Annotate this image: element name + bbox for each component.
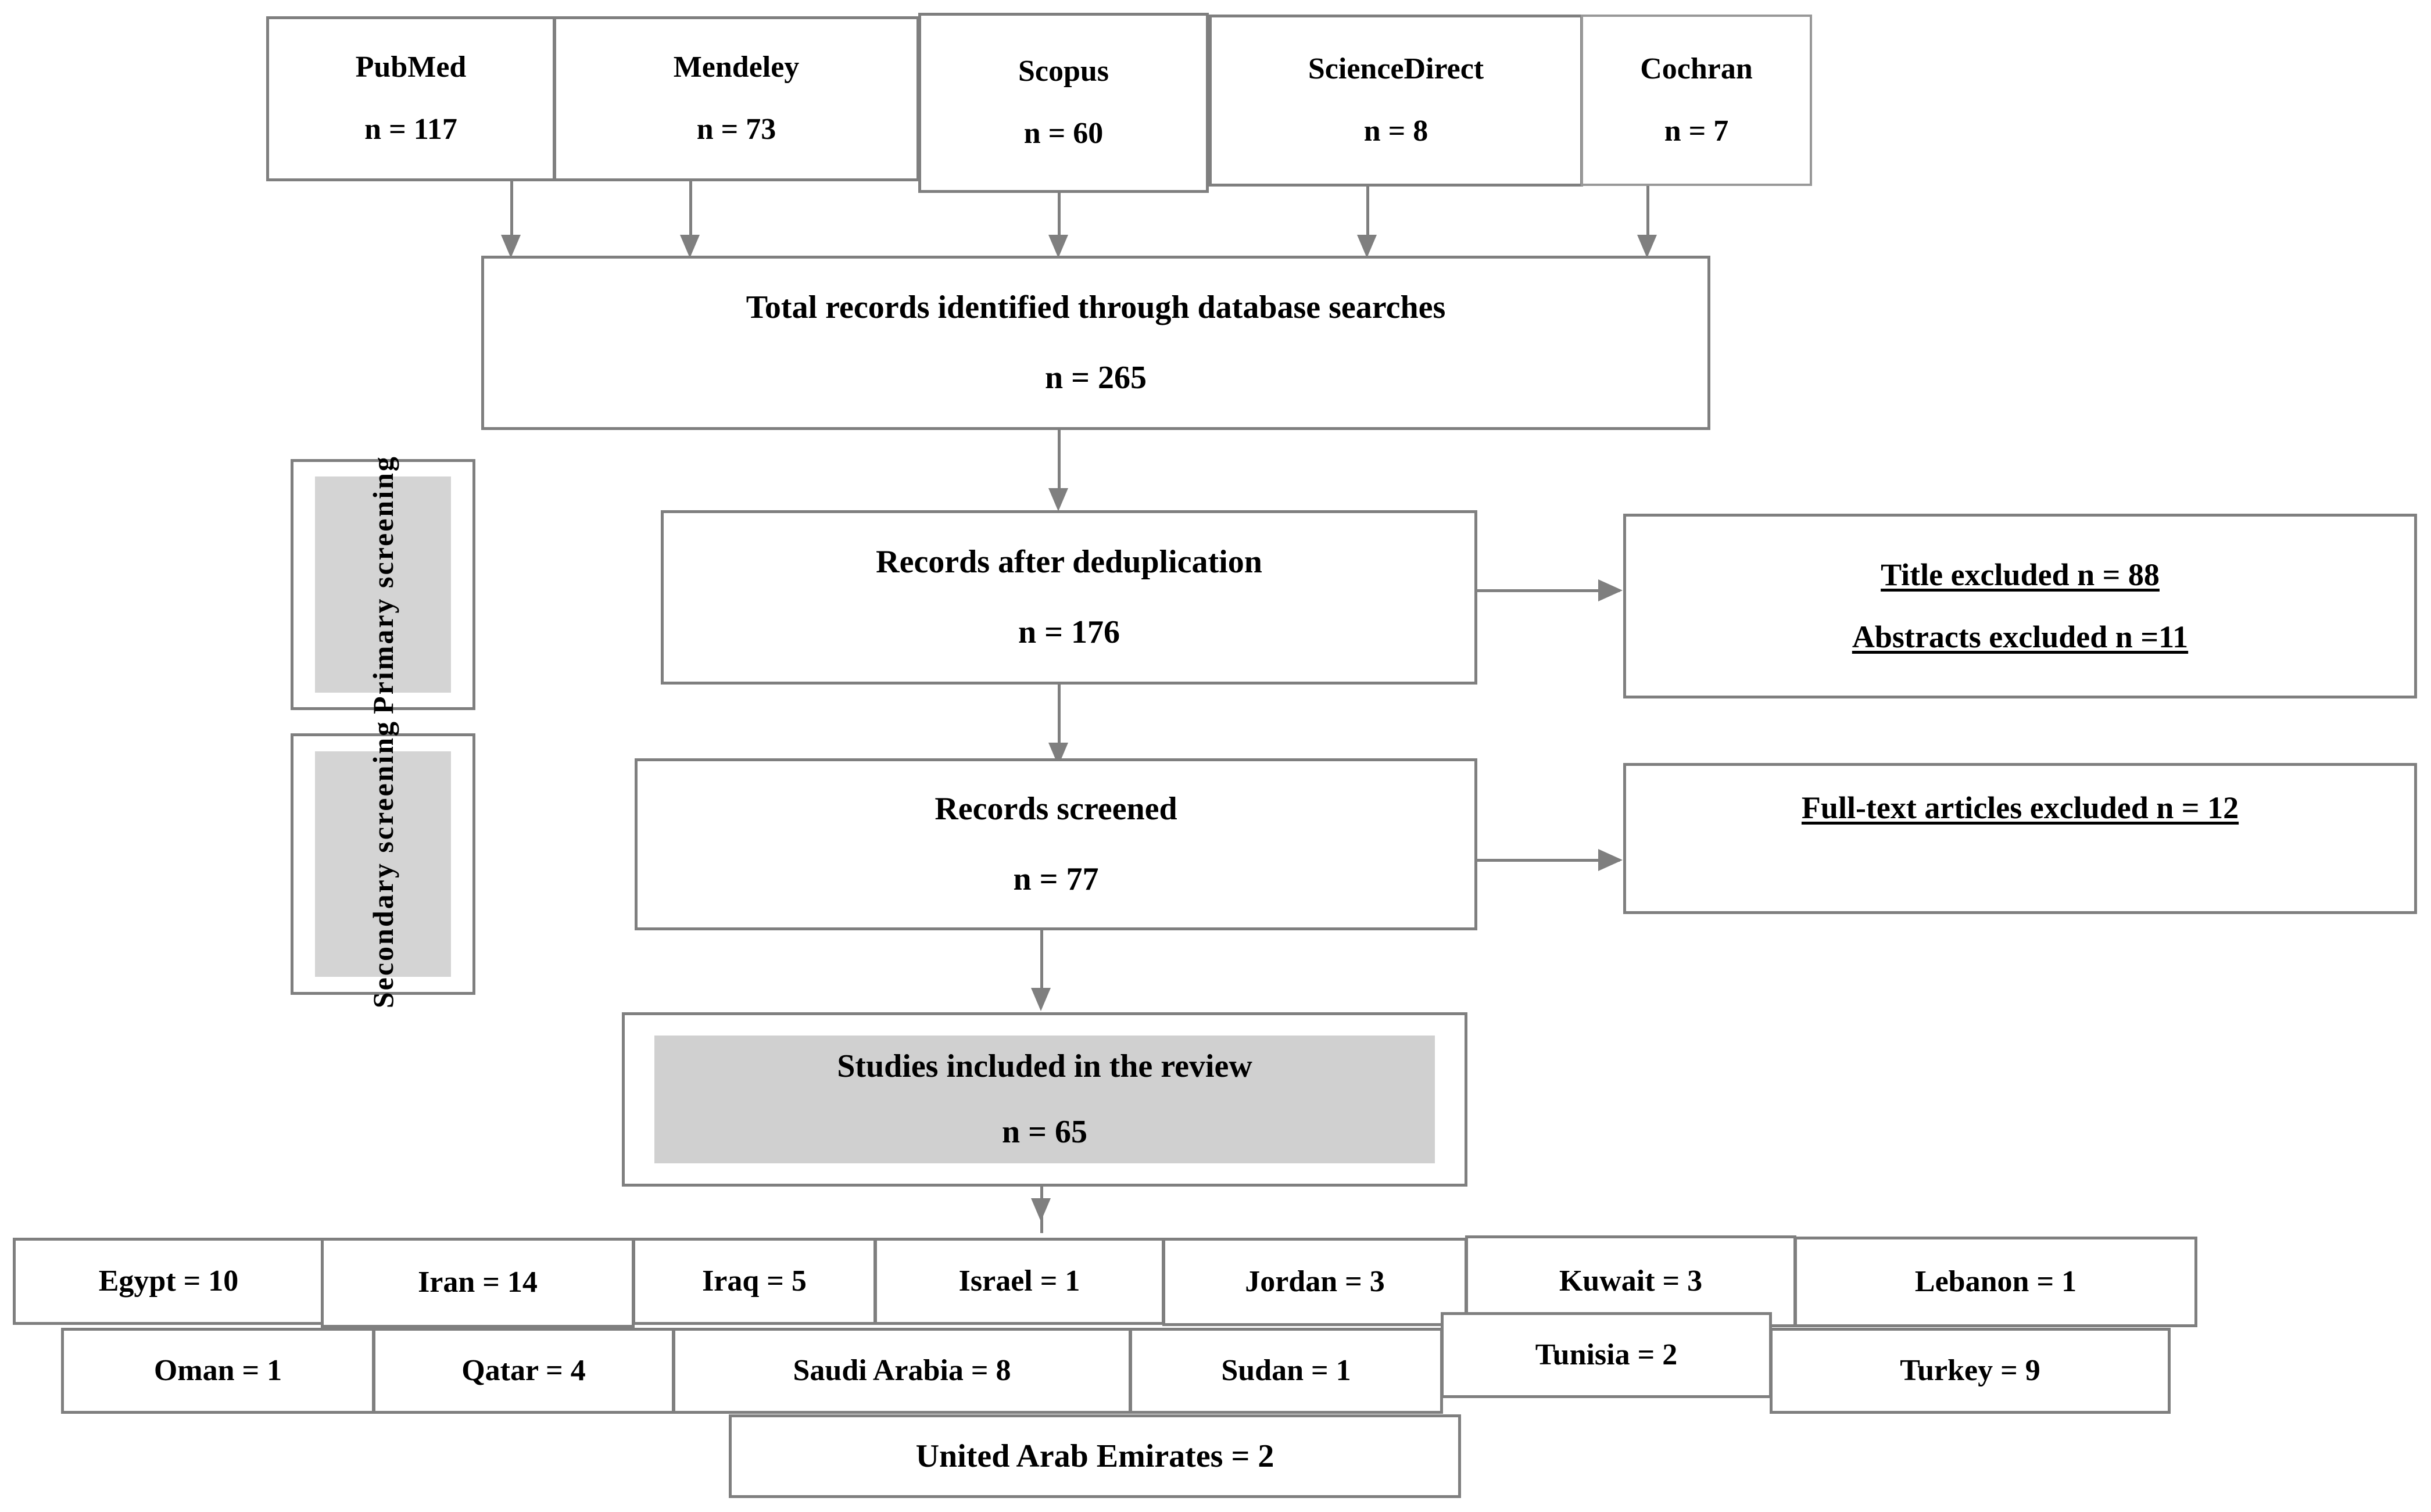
- arrow-pubmed: [501, 235, 521, 258]
- dedup-box: Records after deduplication n = 176: [661, 510, 1477, 685]
- stage-label-secondary-fill: Secondary screening: [314, 720, 452, 1008]
- database-name: ScienceDirect: [1308, 52, 1484, 86]
- country-box-iran: Iran = 14: [321, 1238, 635, 1328]
- database-box-cochran: Cochran n = 7: [1581, 15, 1812, 186]
- arrow-dedup-to-excluded: [1598, 579, 1623, 601]
- arrow-included-to-countries: [1031, 1198, 1051, 1221]
- database-count: n = 117: [364, 113, 457, 146]
- excluded-abstracts-line: Abstracts excluded n =11: [1852, 619, 2189, 654]
- connector-screened-to-included: [1040, 930, 1043, 1003]
- database-count: n = 73: [696, 113, 776, 146]
- connector-mendeley: [689, 181, 692, 251]
- country-label: Iran = 14: [418, 1266, 538, 1299]
- country-label: Egypt = 10: [98, 1264, 239, 1298]
- screened-label: Records screened: [935, 791, 1177, 827]
- connector-dedup-to-screened: [1058, 685, 1061, 757]
- total-records-label: Total records identified through databas…: [746, 289, 1446, 326]
- total-records-count: n = 265: [1044, 360, 1147, 396]
- connector-sciencedirect: [1366, 187, 1369, 251]
- database-box-scopus: Scopus n = 60: [918, 13, 1209, 193]
- country-label: Lebanon = 1: [1914, 1264, 2077, 1298]
- country-box-turkey: Turkey = 9: [1770, 1328, 2171, 1414]
- arrow-cochran: [1637, 235, 1657, 258]
- database-box-sciencedirect: ScienceDirect n = 8: [1209, 15, 1583, 187]
- database-name: Cochran: [1640, 52, 1753, 85]
- country-box-saudi-arabia: Saudi Arabia = 8: [672, 1328, 1132, 1414]
- arrow-scopus: [1048, 235, 1068, 258]
- excluded-primary-box: Title excluded n = 88 Abstracts excluded…: [1623, 514, 2417, 698]
- connector-dedup-to-excluded: [1477, 589, 1620, 592]
- connector-pubmed: [510, 181, 513, 251]
- arrow-screened-to-included: [1031, 988, 1051, 1011]
- connector-total-to-dedup: [1058, 430, 1061, 503]
- country-label: Sudan = 1: [1221, 1353, 1351, 1387]
- country-label: Turkey = 9: [1900, 1353, 2040, 1387]
- database-box-mendeley: Mendeley n = 73: [553, 16, 919, 181]
- database-count: n = 8: [1363, 114, 1428, 148]
- country-label: United Arab Emirates = 2: [915, 1438, 1274, 1474]
- arrow-total-to-dedup: [1048, 488, 1068, 511]
- country-box-tunisia: Tunisia = 2: [1441, 1312, 1772, 1398]
- country-box-lebanon: Lebanon = 1: [1794, 1237, 2197, 1327]
- stage-label-primary-fill: Primary screening: [314, 455, 452, 714]
- total-records-box: Total records identified through databas…: [481, 256, 1710, 430]
- country-box-united-arab-emirates: United Arab Emirates = 2: [729, 1414, 1461, 1498]
- stage-label-primary-text: Primary screening: [367, 455, 399, 714]
- dedup-count: n = 176: [1018, 614, 1120, 650]
- country-label: Tunisia = 2: [1535, 1338, 1678, 1371]
- database-name: Mendeley: [673, 51, 800, 84]
- arrow-sciencedirect: [1357, 235, 1377, 258]
- country-label: Jordan = 3: [1245, 1264, 1385, 1298]
- arrow-mendeley: [680, 235, 700, 258]
- screened-box: Records screened n = 77: [635, 758, 1477, 930]
- included-count: n = 65: [1001, 1113, 1088, 1150]
- country-box-jordan: Jordan = 3: [1162, 1238, 1467, 1326]
- stage-label-secondary: Secondary screening: [291, 720, 475, 1008]
- country-box-oman: Oman = 1: [61, 1328, 375, 1414]
- excluded-secondary-box: Full-text articles excluded n = 12: [1623, 763, 2417, 914]
- database-box-pubmed: PubMed n = 117: [266, 16, 556, 181]
- country-label: Kuwait = 3: [1559, 1264, 1703, 1298]
- country-label: Oman = 1: [153, 1353, 282, 1387]
- country-box-israel: Israel = 1: [874, 1238, 1165, 1325]
- country-label: Israel = 1: [958, 1264, 1080, 1298]
- country-label: Qatar = 4: [461, 1353, 586, 1387]
- included-label: Studies included in the review: [837, 1048, 1252, 1085]
- connector-scopus: [1058, 193, 1061, 251]
- database-name: PubMed: [355, 51, 467, 84]
- dedup-label: Records after deduplication: [876, 544, 1262, 581]
- database-count: n = 60: [1023, 117, 1104, 150]
- country-label: Saudi Arabia = 8: [793, 1353, 1011, 1387]
- connector-screened-to-excluded: [1477, 859, 1620, 862]
- screened-count: n = 77: [1013, 861, 1099, 897]
- database-count: n = 7: [1664, 114, 1729, 148]
- database-name: Scopus: [1018, 55, 1109, 88]
- country-box-iraq: Iraq = 5: [632, 1238, 876, 1325]
- country-box-egypt: Egypt = 10: [13, 1238, 324, 1325]
- country-box-qatar: Qatar = 4: [373, 1328, 675, 1414]
- excluded-fulltext-line: Full-text articles excluded n = 12: [1801, 790, 2239, 825]
- included-box-fill: Studies included in the review n = 65: [654, 1035, 1435, 1164]
- stage-label-primary: Primary screening: [291, 455, 475, 714]
- included-box: Studies included in the review n = 65: [622, 1012, 1467, 1187]
- country-box-sudan: Sudan = 1: [1129, 1328, 1443, 1414]
- arrow-screened-to-excluded: [1598, 849, 1623, 871]
- excluded-title-line: Title excluded n = 88: [1881, 557, 2160, 593]
- connector-cochran: [1646, 186, 1649, 251]
- country-label: Iraq = 5: [702, 1264, 807, 1298]
- stage-label-secondary-text: Secondary screening: [367, 719, 399, 1009]
